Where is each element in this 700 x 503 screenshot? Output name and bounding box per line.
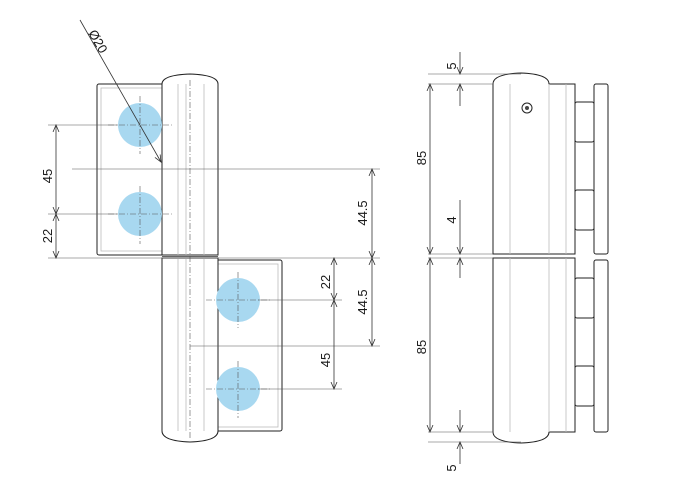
diameter-leader [79,19,161,162]
diameter-label: Ø20 [85,27,110,56]
dim-lower-top-offset: 22 [318,275,333,289]
front-view: Ø20 45 22 44.5 22 45 44.5 [40,19,380,443]
dim-gap: 4 [444,216,459,223]
dim-upper-to-center: 44.5 [355,200,370,225]
side-lower-plate [593,259,609,433]
side-lower-body [492,257,576,444]
dim-upper-length: 85 [414,151,429,165]
side-upper-body [492,72,576,255]
dim-upper-hole-spacing: 45 [40,169,55,183]
dim-lower-to-center: 44.5 [355,289,370,314]
dim-lower-length: 85 [414,340,429,354]
side-view: 5 85 4 85 5 [414,52,609,472]
dim-upper-bottom-offset: 22 [40,229,55,243]
dim-lower-hole-spacing: 45 [318,353,333,367]
dim-top-cap: 5 [444,62,459,69]
dim-bottom-cap: 5 [444,464,459,471]
side-upper-plate [593,83,609,255]
